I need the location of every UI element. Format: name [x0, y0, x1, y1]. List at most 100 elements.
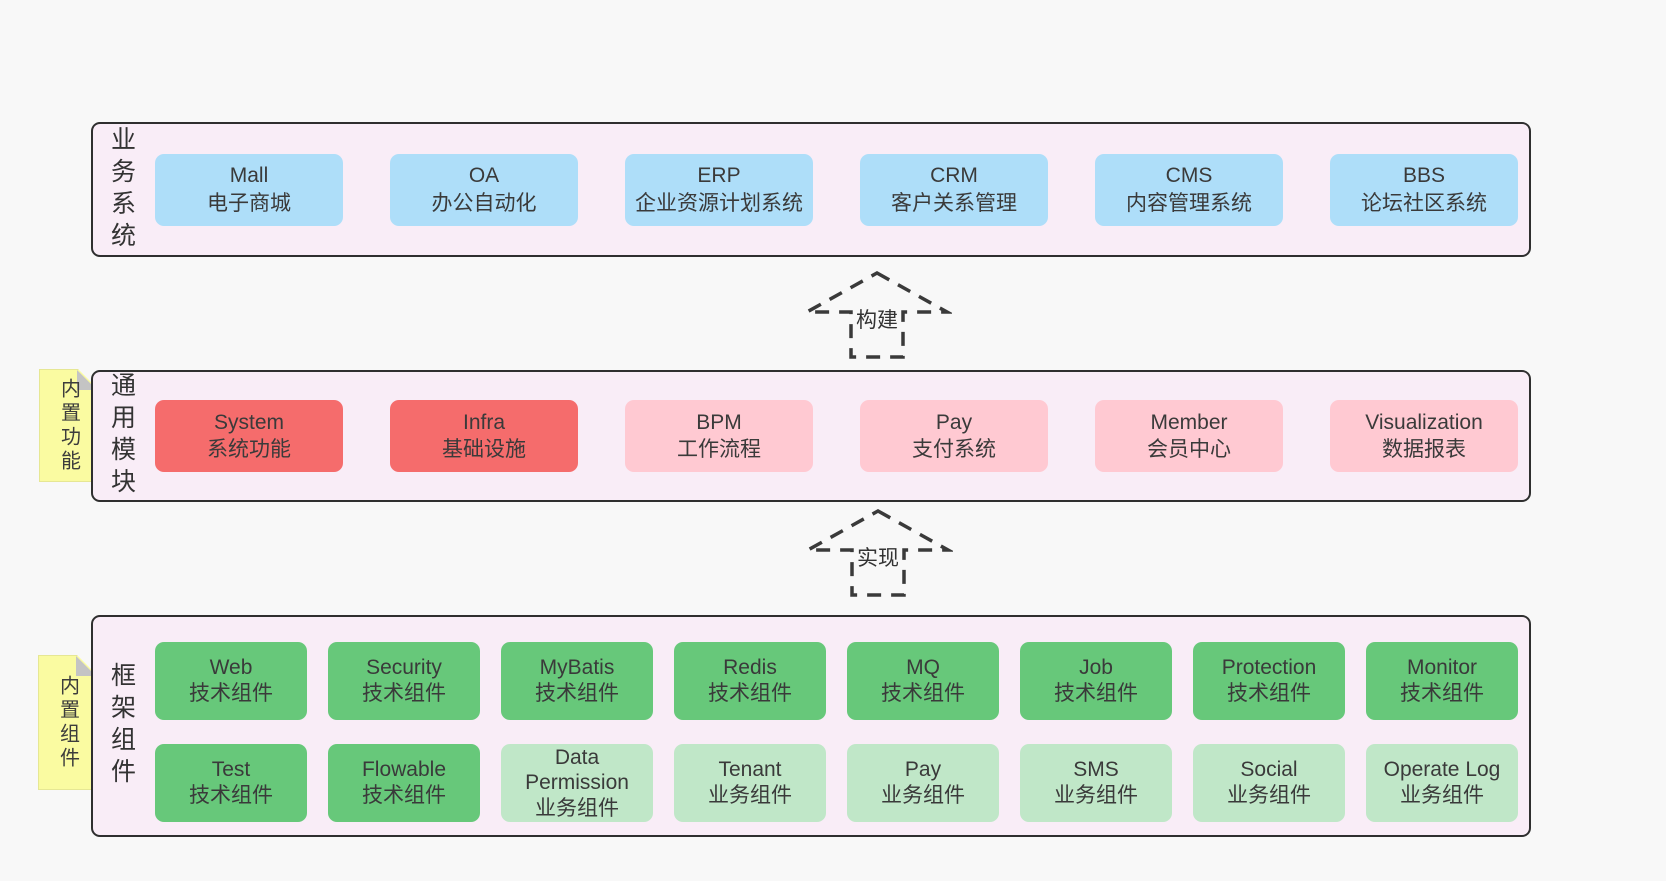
box-subtitle: 业务组件: [1054, 784, 1138, 807]
panel-framework-components: 框架组件 Web 技术组件 Security 技术组件 MyBatis 技术组件…: [91, 615, 1531, 837]
box-title: Security: [366, 656, 442, 680]
box-pay-biz: Pay 业务组件: [847, 744, 999, 822]
box-subtitle: 企业资源计划系统: [635, 191, 803, 215]
box-title: Job: [1079, 656, 1113, 680]
box-title: Flowable: [361, 758, 447, 782]
panel-side-label: 框架组件: [99, 617, 143, 835]
box-title: MyBatis: [539, 656, 615, 680]
dashed-up-arrow-build: [802, 270, 952, 359]
box-tenant: Tenant 业务组件: [674, 744, 826, 822]
box-title: Data Permission: [525, 745, 629, 795]
framework-components-row-2: Test 技术组件 Flowable 技术组件 Data Permission …: [155, 744, 1518, 822]
box-subtitle: 技术组件: [1054, 682, 1138, 705]
box-title: Member: [1150, 410, 1228, 434]
box-mq: MQ 技术组件: [847, 642, 999, 720]
arrow-build-label: 构建: [853, 304, 901, 334]
box-subtitle: 技术组件: [708, 682, 792, 705]
sticky-note-builtin-features: 内置功能: [39, 369, 98, 482]
box-title: Tenant: [718, 758, 782, 782]
box-subtitle: 技术组件: [362, 682, 446, 705]
box-title: Pay: [935, 410, 973, 434]
box-security: Security 技术组件: [328, 642, 480, 720]
panel-common-modules: 通用模块 System 系统功能 Infra 基础设施 BPM 工作流程 Pay…: [91, 370, 1531, 502]
box-subtitle: 业务组件: [708, 784, 792, 807]
box-visualization: Visualization 数据报表: [1330, 400, 1518, 472]
box-test: Test 技术组件: [155, 744, 307, 822]
box-system: System 系统功能: [155, 400, 343, 472]
box-subtitle: 技术组件: [362, 784, 446, 807]
box-bpm: BPM 工作流程: [625, 400, 813, 472]
box-subtitle: 技术组件: [1227, 682, 1311, 705]
note-label-wrap: 内置功能: [40, 370, 97, 481]
box-title: System: [213, 410, 284, 434]
box-operate-log: Operate Log 业务组件: [1366, 744, 1518, 822]
box-subtitle: 数据报表: [1382, 438, 1466, 461]
box-subtitle: 基础设施: [442, 438, 526, 461]
note-builtin-features-label: 内置功能: [57, 377, 80, 474]
box-subtitle: 技术组件: [189, 682, 273, 705]
box-title: MQ: [906, 656, 940, 680]
box-subtitle: 业务组件: [1400, 784, 1484, 807]
box-title: Infra: [462, 410, 506, 434]
box-erp: ERP 企业资源计划系统: [625, 153, 813, 226]
box-data-permission: Data Permission 业务组件: [501, 744, 653, 822]
box-title: Web: [209, 656, 253, 680]
panel-side-label: 通用模块: [99, 372, 143, 500]
box-title: BPM: [696, 410, 742, 434]
box-subtitle: 会员中心: [1147, 438, 1231, 461]
box-job: Job 技术组件: [1020, 642, 1172, 720]
box-title: Redis: [723, 656, 777, 680]
panel-business-systems: 业务系统 Mall 电子商城 OA 办公自动化 ERP 企业资源计划系统 CRM…: [91, 122, 1531, 257]
box-subtitle: 工作流程: [677, 438, 761, 461]
box-redis: Redis 技术组件: [674, 642, 826, 720]
box-subtitle: 业务组件: [535, 796, 619, 820]
common-modules-label: 通用模块: [107, 372, 136, 500]
sticky-note-builtin-components: 内置组件: [38, 655, 97, 790]
box-title: OA: [468, 164, 500, 188]
box-subtitle: 业务组件: [881, 784, 965, 807]
business-systems-row: Mall 电子商城 OA 办公自动化 ERP 企业资源计划系统 CRM 客户关系…: [155, 153, 1518, 226]
box-title: BBS: [1402, 164, 1446, 188]
box-member: Member 会员中心: [1095, 400, 1283, 472]
box-subtitle: 内容管理系统: [1126, 191, 1252, 215]
box-mall: Mall 电子商城: [155, 153, 343, 226]
box-subtitle: 技术组件: [189, 784, 273, 807]
box-pay: Pay 支付系统: [860, 400, 1048, 472]
box-title: Mall: [229, 164, 269, 188]
box-subtitle: 支付系统: [912, 438, 996, 461]
box-title: Protection: [1221, 656, 1317, 680]
box-subtitle: 电子商城: [207, 191, 291, 215]
box-infra: Infra 基础设施: [390, 400, 578, 472]
box-title: CRM: [930, 164, 978, 188]
box-subtitle: 论坛社区系统: [1361, 191, 1487, 215]
box-subtitle: 业务组件: [1227, 784, 1311, 807]
box-title: Operate Log: [1383, 758, 1501, 782]
box-subtitle: 技术组件: [1400, 682, 1484, 705]
box-cms: CMS 内容管理系统: [1095, 153, 1283, 226]
panel-side-label: 业务系统: [99, 124, 143, 255]
arrow-implement-label: 实现: [854, 542, 902, 572]
box-social: Social 业务组件: [1193, 744, 1345, 822]
box-bbs: BBS 论坛社区系统: [1330, 153, 1518, 226]
note-builtin-components-label: 内置组件: [56, 674, 79, 771]
box-title: SMS: [1073, 758, 1119, 782]
box-subtitle: 办公自动化: [431, 191, 537, 215]
box-sms: SMS 业务组件: [1020, 744, 1172, 822]
box-title: Social: [1240, 758, 1298, 782]
box-flowable: Flowable 技术组件: [328, 744, 480, 822]
box-title: Visualization: [1365, 410, 1483, 434]
box-monitor: Monitor 技术组件: [1366, 642, 1518, 720]
business-systems-label: 业务系统: [107, 125, 136, 254]
box-title: CMS: [1165, 164, 1213, 188]
box-title: Monitor: [1406, 656, 1478, 680]
note-label-wrap: 内置组件: [39, 656, 96, 789]
box-mybatis: MyBatis 技术组件: [501, 642, 653, 720]
dashed-up-arrow-implement: [803, 508, 953, 597]
box-subtitle: 系统功能: [207, 438, 291, 461]
box-title: Pay: [904, 758, 942, 782]
framework-components-label: 框架组件: [107, 662, 136, 790]
box-crm: CRM 客户关系管理: [860, 153, 1048, 226]
framework-components-row-1: Web 技术组件 Security 技术组件 MyBatis 技术组件 Redi…: [155, 642, 1518, 720]
box-oa: OA 办公自动化: [390, 153, 578, 226]
box-web: Web 技术组件: [155, 642, 307, 720]
